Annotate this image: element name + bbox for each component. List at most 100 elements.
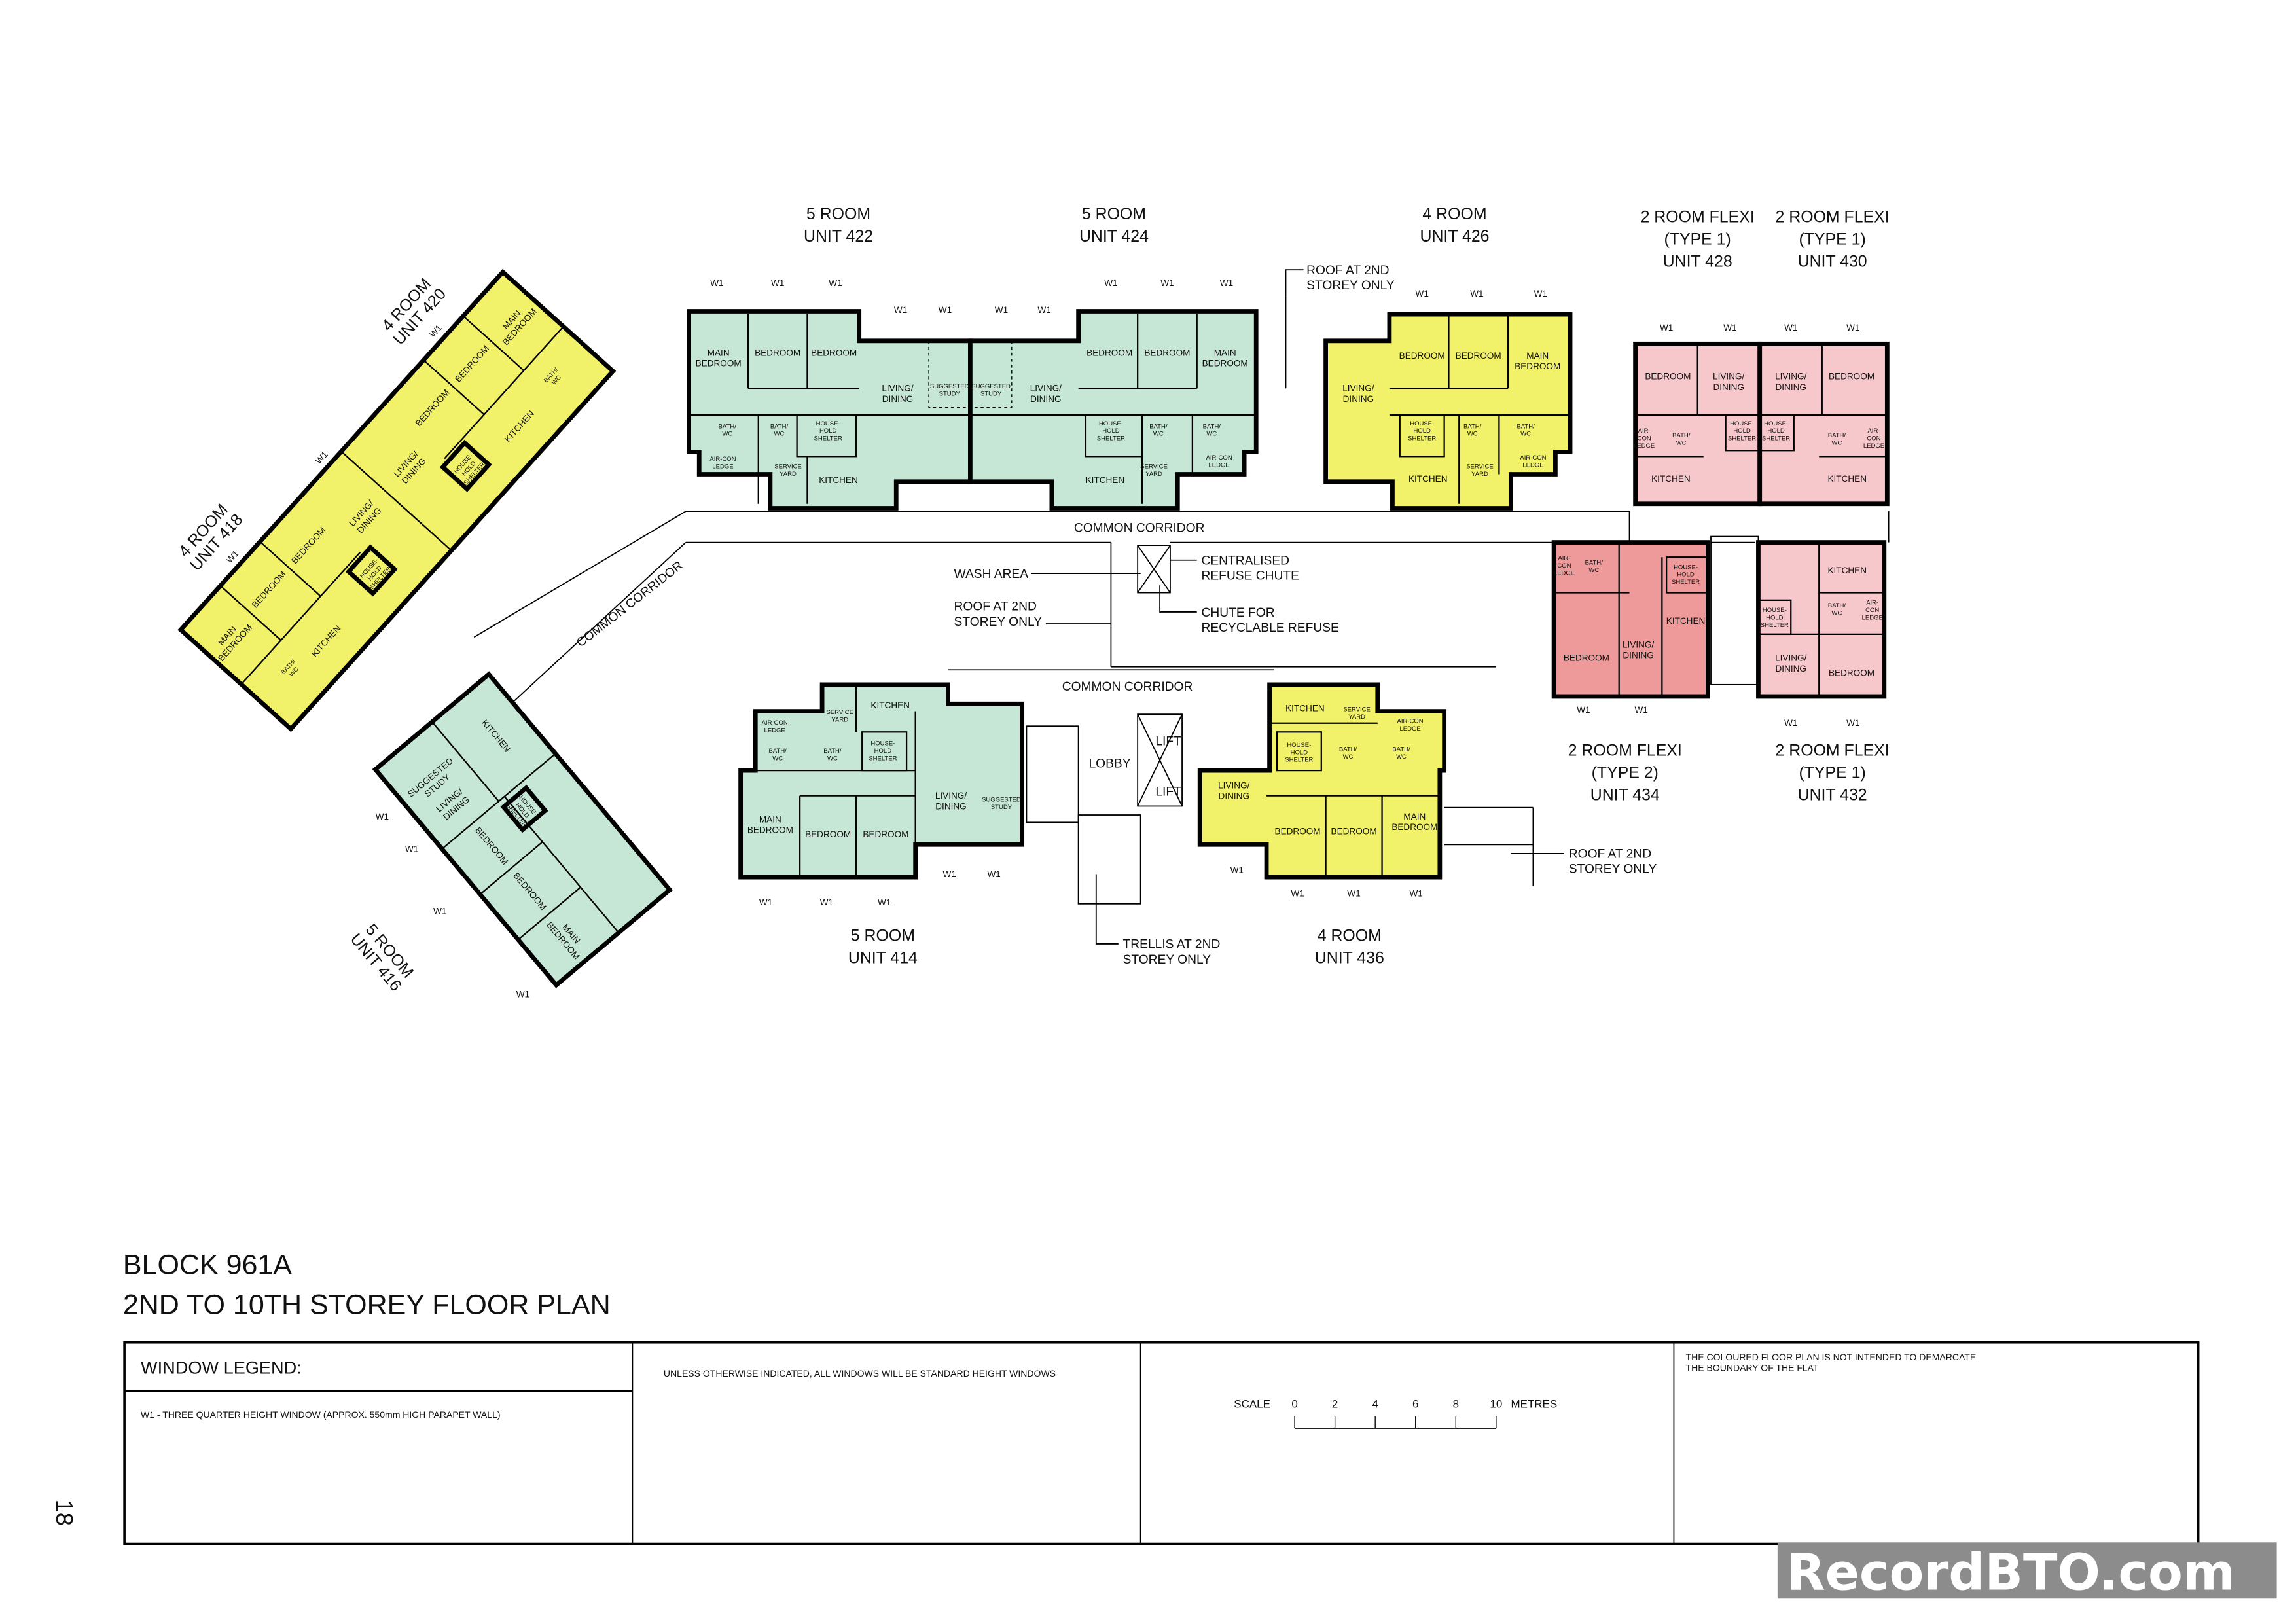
room-label: BATH/WC [1203, 423, 1221, 437]
unit-432-number: UNIT 432 [1798, 785, 1867, 804]
window-label: W1 [943, 869, 956, 879]
window-label: W1 [376, 812, 389, 821]
unit-424-type: 5 ROOM [1082, 205, 1146, 223]
room-label: BATH/WC [719, 423, 737, 437]
window-label: W1 [995, 305, 1008, 315]
unit-414-type: 5 ROOM [851, 926, 915, 945]
unit-426-type: 4 ROOM [1422, 205, 1486, 223]
window-label: W1 [1220, 278, 1233, 288]
room-label: LIVING/DINING [1775, 653, 1806, 674]
note-wash-area: WASH AREA [954, 568, 1029, 581]
disclaimer: THE COLOURED FLOOR PLAN IS NOT INTENDED … [1686, 1352, 1977, 1373]
common-corridor-lines [473, 511, 1890, 905]
window-label: W1 [987, 869, 1000, 879]
block-title: BLOCK 961A [123, 1250, 292, 1281]
unit-422-type: 5 ROOM [806, 205, 870, 223]
window-label: W1 [1409, 889, 1422, 899]
unit-426[interactable] [1323, 312, 1573, 511]
scale-tick-label: 2 [1332, 1398, 1338, 1410]
room-label: BEDROOM [811, 348, 857, 357]
unit-434[interactable] [1551, 540, 1710, 699]
window-label: W1 [516, 989, 529, 999]
scale-unit: METRES [1511, 1398, 1557, 1410]
room-label: BATH/WC [770, 423, 789, 437]
unit-430[interactable] [1757, 341, 1890, 507]
windows-note: UNLESS OTHERWISE INDICATED, ALL WINDOWS … [664, 1368, 1056, 1379]
unit-424[interactable] [968, 309, 1259, 511]
room-label: BATH/WC [769, 748, 787, 762]
window-label: W1 [829, 278, 842, 288]
room-label: KITCHEN [819, 475, 858, 485]
scale-tick-label: 6 [1412, 1398, 1418, 1410]
unit-424-number: UNIT 424 [1079, 227, 1149, 245]
unit-432[interactable] [1756, 540, 1887, 699]
unit-428-subtype: (TYPE 1) [1664, 230, 1731, 249]
room-label: KITCHEN [870, 700, 910, 710]
window-label: W1 [1634, 705, 1647, 715]
common-corridor-diag-label: COMMON CORRIDOR [574, 559, 685, 650]
unit-422[interactable] [687, 309, 973, 511]
unit-428[interactable] [1633, 341, 1763, 507]
room-label: BEDROOM [805, 829, 851, 839]
unit-430-type: 2 ROOM FLEXI [1776, 208, 1890, 226]
unit-434-subtype: (TYPE 2) [1592, 763, 1659, 782]
units-418-420: MAINBEDROOM BEDROOM BEDROOM LIVING/DININ… [175, 268, 617, 732]
common-corridor-lower-label: COMMON CORRIDOR [1062, 680, 1193, 694]
window-legend-w1: W1 - THREE QUARTER HEIGHT WINDOW (APPROX… [141, 1409, 501, 1420]
room-label: BATH/WC [1672, 432, 1691, 446]
room-label: BEDROOM [1399, 351, 1445, 361]
window-label: W1 [1470, 289, 1483, 298]
window-label: W1 [894, 305, 907, 315]
room-label: BEDROOM [1564, 653, 1609, 663]
window-legend-heading: WINDOW LEGEND: [141, 1357, 302, 1377]
unit-headings: 5 ROOM UNIT 422 5 ROOM UNIT 424 4 ROOM U… [804, 205, 1890, 967]
window-label: W1 [878, 897, 891, 907]
window-label: W1 [710, 278, 723, 288]
room-label: KITCHEN [1086, 475, 1125, 485]
unit-436[interactable] [1197, 682, 1447, 880]
window-label: W1 [939, 305, 952, 315]
window-label: W1 [1784, 718, 1797, 728]
room-label: LIVING/DINING [1342, 384, 1374, 404]
watermark: RecordBTO.com [1777, 1542, 2277, 1602]
unit-414[interactable] [738, 682, 1025, 880]
room-label: BATH/WC [1339, 746, 1357, 761]
window-label: W1 [314, 450, 330, 466]
window-label: W1 [820, 897, 833, 907]
unit-416: SUGGESTEDSTUDY LIVING/DINING KITCHEN BED… [346, 671, 673, 995]
window-label: W1 [1846, 718, 1859, 728]
window-label: W1 [1416, 289, 1429, 298]
window-label: W1 [1230, 865, 1244, 875]
unit-414-number: UNIT 414 [848, 948, 918, 967]
window-label: W1 [1723, 323, 1736, 333]
window-label: W1 [1846, 323, 1859, 333]
room-label: KITCHEN [1651, 474, 1691, 484]
scale-tick-label: 8 [1453, 1398, 1459, 1410]
room-label: BEDROOM [755, 348, 800, 357]
